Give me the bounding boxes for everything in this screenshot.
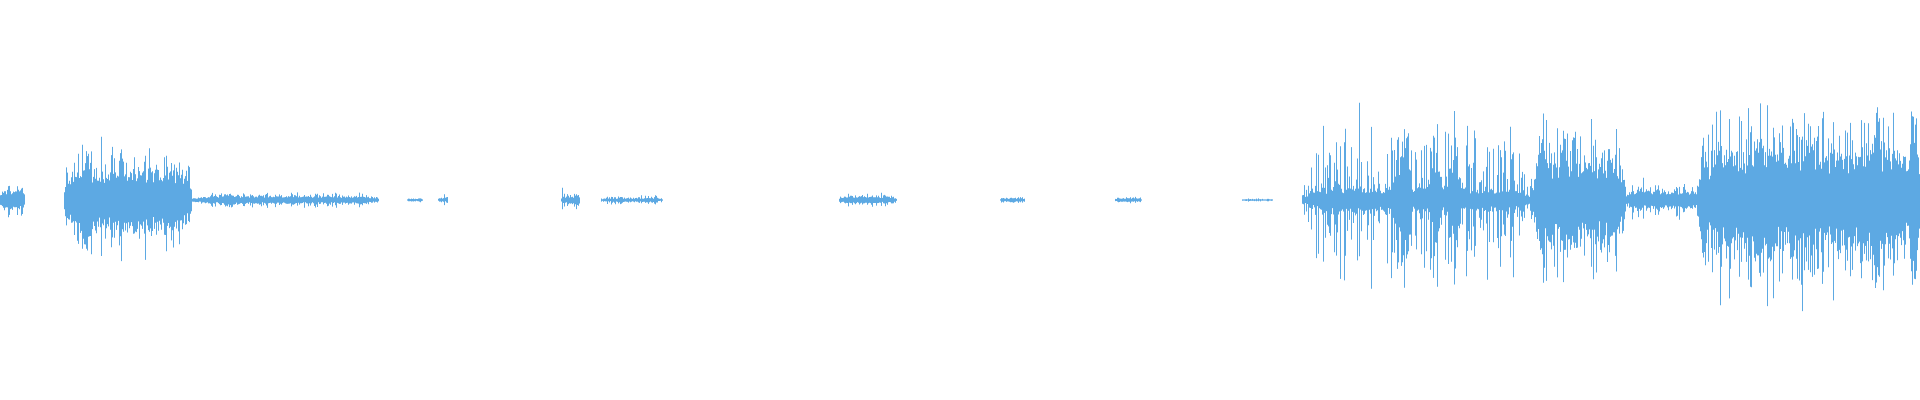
waveform-samples: [0, 102, 1920, 312]
